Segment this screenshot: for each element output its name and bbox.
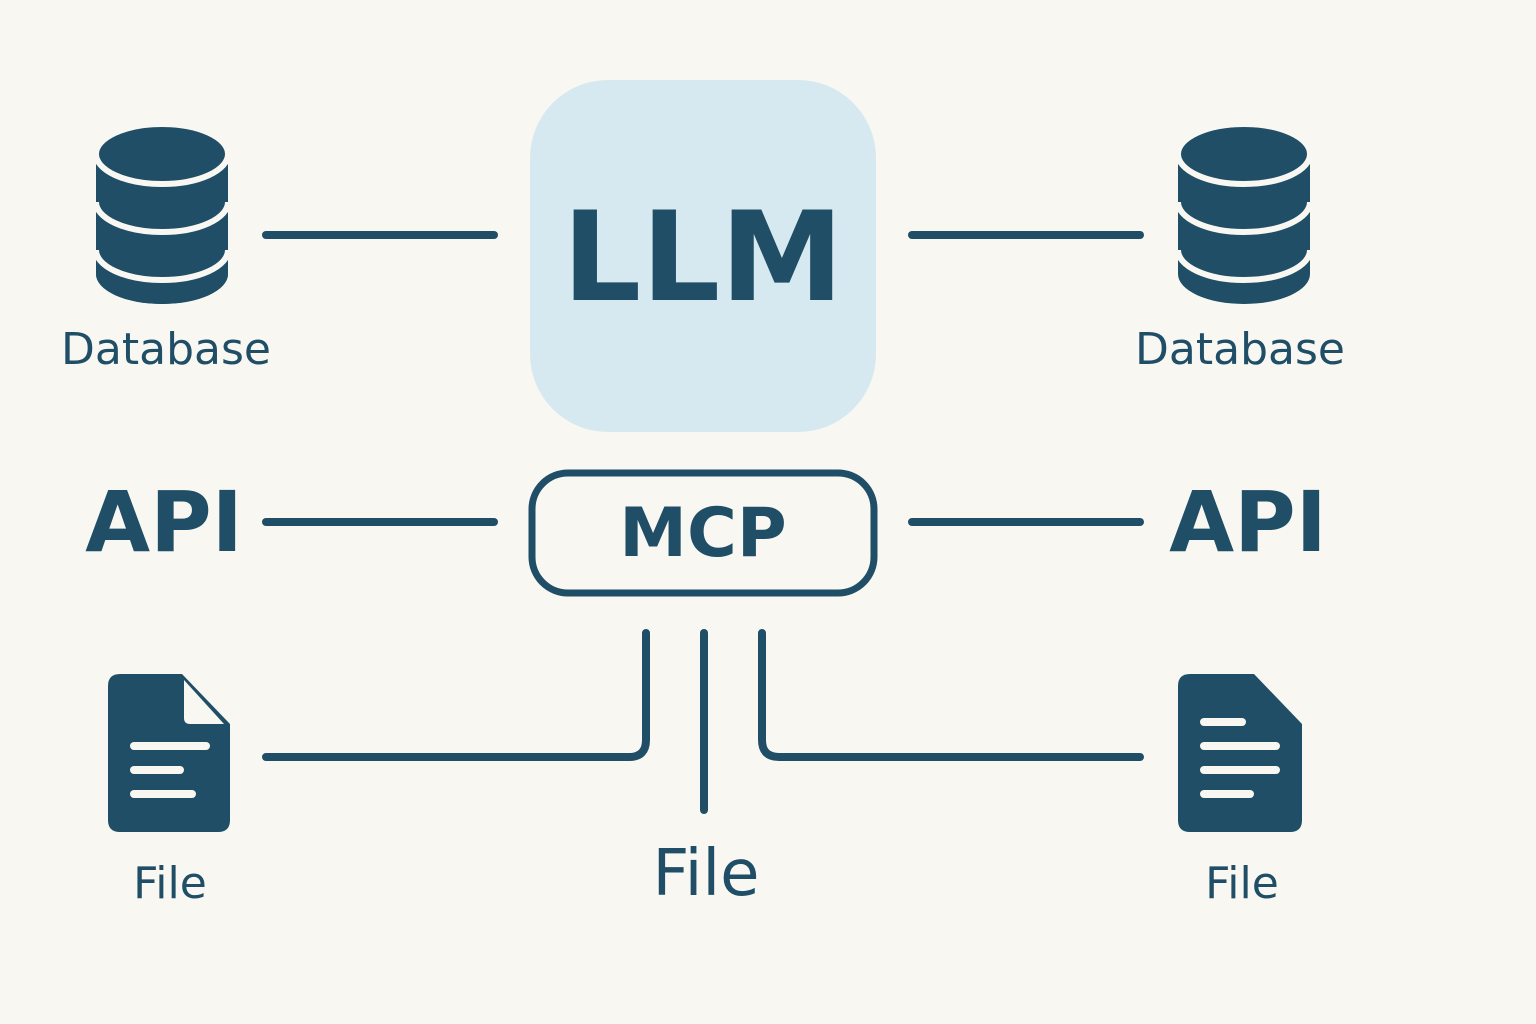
left-database-label: Database <box>61 324 271 375</box>
left-file-label: File <box>133 858 207 909</box>
llm-label: LLM <box>562 186 844 330</box>
center-file-label: File <box>652 837 760 911</box>
left-api-label: API <box>85 473 243 571</box>
connector-right-file <box>758 629 1144 761</box>
file-icon <box>1178 674 1302 832</box>
file-icon <box>108 674 230 832</box>
database-icon <box>93 121 231 304</box>
mcp-box <box>528 469 878 597</box>
right-api-label: API <box>1169 473 1327 571</box>
right-database-label: Database <box>1135 324 1345 375</box>
right-file-label: File <box>1205 858 1279 909</box>
llm-box <box>530 80 876 432</box>
connector-left-file <box>262 629 650 761</box>
database-icon <box>1175 121 1313 304</box>
mcp-label: MCP <box>619 494 787 573</box>
